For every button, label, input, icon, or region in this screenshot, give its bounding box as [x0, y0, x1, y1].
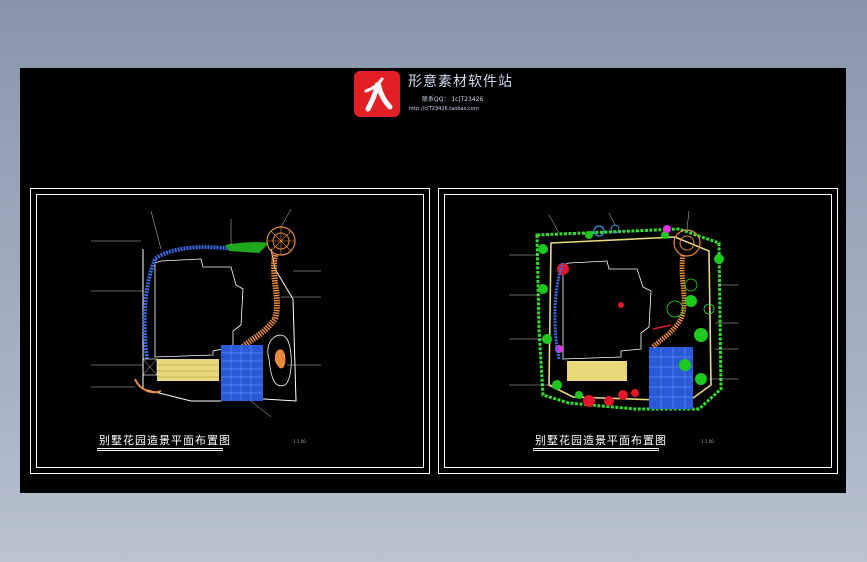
right-site-plan: [509, 210, 739, 411]
right-drawing-caption: 别墅花园造景平面布置图: [535, 434, 667, 447]
left-drawing-frame: 别墅花园造景平面布置图 1:1 00: [30, 188, 430, 474]
brand-logo: [354, 71, 400, 117]
logo-glyph-icon: [364, 77, 393, 112]
cad-canvas[interactable]: 形意素材软件站 联系QQ： 1c|T23426 http://c|T23426.…: [20, 68, 846, 493]
left-drawing-scale: 1:1 00: [293, 439, 306, 444]
left-caption-underline: [97, 448, 223, 449]
left-site-plan: [91, 208, 321, 418]
brand-contact: 联系QQ： 1c|T23426: [422, 96, 484, 103]
left-drawing-border: [36, 194, 424, 468]
brand-url: http://c|T23426.taobao.com: [409, 106, 479, 112]
right-drawing-frame: 别墅花园造景平面布置图 1:1 00: [438, 188, 838, 474]
right-caption-underline-2: [533, 450, 659, 451]
left-caption-underline-2: [97, 450, 223, 451]
right-drawing-border: [444, 194, 832, 468]
brand-title: 形意素材软件站: [408, 74, 513, 90]
left-drawing-caption: 别墅花园造景平面布置图: [99, 434, 231, 447]
right-caption-underline: [533, 448, 659, 449]
right-drawing-scale: 1:1 00: [701, 439, 714, 444]
